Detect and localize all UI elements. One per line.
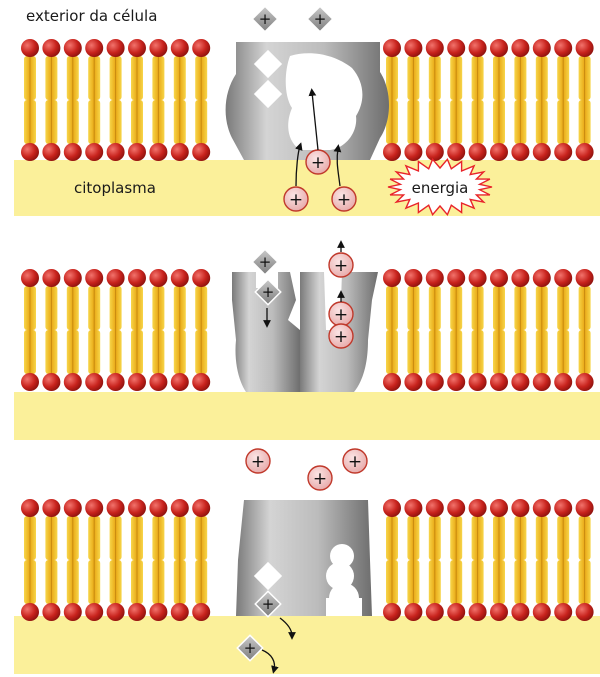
circle-ion: +	[329, 324, 353, 348]
phospholipid	[128, 499, 146, 621]
circle-ion: +	[308, 466, 332, 490]
circle-ion: +	[246, 449, 270, 473]
phospholipid	[447, 499, 465, 621]
phospholipid	[576, 39, 594, 161]
energy-label: energia	[412, 179, 469, 197]
phospholipid	[469, 269, 487, 391]
phospholipid	[383, 499, 401, 621]
phospholipid	[21, 39, 39, 161]
pump-protein-stage-2	[232, 268, 378, 392]
phospholipid	[149, 39, 167, 161]
phospholipid	[554, 499, 572, 621]
phospholipid	[447, 39, 465, 161]
circle-ion: +	[332, 187, 356, 211]
phospholipid	[128, 269, 146, 391]
phospholipid	[192, 269, 210, 391]
phospholipid	[85, 269, 103, 391]
phospholipid	[511, 39, 529, 161]
phospholipid	[21, 269, 39, 391]
phospholipid	[426, 499, 444, 621]
svg-text:+: +	[311, 153, 325, 173]
phospholipid	[149, 499, 167, 621]
phospholipid	[171, 499, 189, 621]
pump-protein-stage-1	[226, 42, 389, 160]
phospholipid	[533, 269, 551, 391]
phospholipid	[64, 39, 82, 161]
phospholipid	[107, 39, 125, 161]
svg-text:+: +	[334, 327, 348, 347]
phospholipid	[64, 499, 82, 621]
phospholipid	[107, 269, 125, 391]
phospholipid	[85, 499, 103, 621]
cytoplasm-band-2	[14, 392, 600, 440]
svg-text:+: +	[262, 595, 275, 613]
svg-text:+: +	[334, 305, 348, 325]
svg-text:+: +	[259, 10, 272, 28]
phospholipid	[426, 39, 444, 161]
phospholipid	[85, 39, 103, 161]
svg-text:+: +	[314, 10, 327, 28]
outside-label: exterior da célula	[26, 7, 157, 25]
phospholipid	[469, 39, 487, 161]
phospholipid	[64, 269, 82, 391]
phospholipid	[533, 39, 551, 161]
svg-text:+: +	[348, 452, 362, 472]
phospholipid	[533, 499, 551, 621]
svg-text:+: +	[262, 283, 275, 301]
square-ion: +	[307, 6, 332, 31]
svg-text:+: +	[259, 253, 272, 271]
phospholipid	[469, 499, 487, 621]
phospholipid	[490, 499, 508, 621]
svg-text:+: +	[337, 190, 351, 210]
pump-protein-stage-3	[236, 500, 372, 616]
phospholipid	[383, 269, 401, 391]
svg-text:+: +	[334, 256, 348, 276]
svg-text:+: +	[251, 452, 265, 472]
phospholipid	[171, 39, 189, 161]
phospholipid	[42, 499, 60, 621]
phospholipid	[576, 269, 594, 391]
phospholipid	[42, 39, 60, 161]
svg-text:+: +	[244, 639, 257, 657]
circle-ion: +	[329, 253, 353, 277]
phospholipid	[149, 269, 167, 391]
circle-ion: +	[343, 449, 367, 473]
phospholipid	[511, 499, 529, 621]
phospholipid	[404, 269, 422, 391]
phospholipid	[554, 39, 572, 161]
phospholipid	[42, 269, 60, 391]
phospholipid	[171, 269, 189, 391]
svg-text:+: +	[313, 469, 327, 489]
cytoplasm-band-3	[14, 616, 600, 674]
phospholipid	[426, 269, 444, 391]
phospholipid	[490, 269, 508, 391]
svg-text:+: +	[289, 190, 303, 210]
circle-ion: +	[306, 150, 330, 174]
phospholipid	[404, 499, 422, 621]
phospholipid	[192, 39, 210, 161]
phospholipid	[511, 269, 529, 391]
phospholipid	[192, 499, 210, 621]
phospholipid	[404, 39, 422, 161]
circle-ion: +	[284, 187, 308, 211]
phospholipid	[21, 499, 39, 621]
circle-ion: +	[329, 302, 353, 326]
phospholipid	[554, 269, 572, 391]
square-ion: +	[252, 6, 277, 31]
phospholipid	[576, 499, 594, 621]
cytoplasm-label: citoplasma	[74, 179, 156, 197]
phospholipid	[490, 39, 508, 161]
phospholipid	[107, 499, 125, 621]
phospholipid	[128, 39, 146, 161]
phospholipid	[447, 269, 465, 391]
